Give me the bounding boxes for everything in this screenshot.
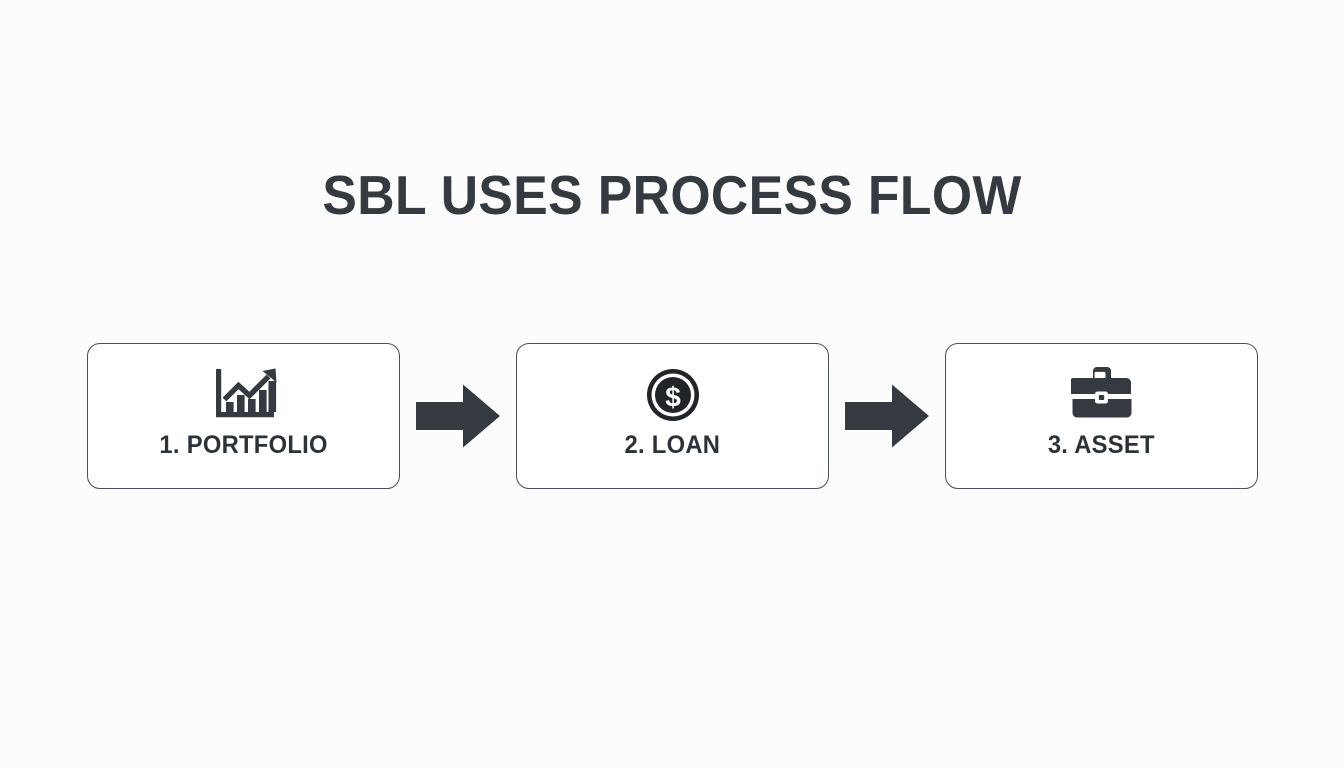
briefcase-icon xyxy=(1070,367,1133,423)
bar-chart-growth-icon xyxy=(208,367,280,423)
process-step-label: 3. ASSET xyxy=(1048,431,1155,459)
process-step-card-asset[interactable]: 3. ASSET xyxy=(945,343,1258,489)
process-flow-row: 1. PORTFOLIO $ 2. LO xyxy=(87,341,1258,491)
dollar-coin-icon: $ xyxy=(645,367,701,423)
arrow-right-icon xyxy=(843,379,931,453)
process-step-card-loan[interactable]: $ 2. LOAN xyxy=(516,343,829,489)
page-title: SBL USES PROCESS FLOW xyxy=(322,164,1022,226)
process-step-label: 2. LOAN xyxy=(624,431,721,459)
process-step-card-portfolio[interactable]: 1. PORTFOLIO xyxy=(87,343,400,489)
process-step-label: 1. PORTFOLIO xyxy=(159,431,328,459)
arrow-right-icon xyxy=(414,379,502,453)
svg-text:$: $ xyxy=(665,382,681,413)
